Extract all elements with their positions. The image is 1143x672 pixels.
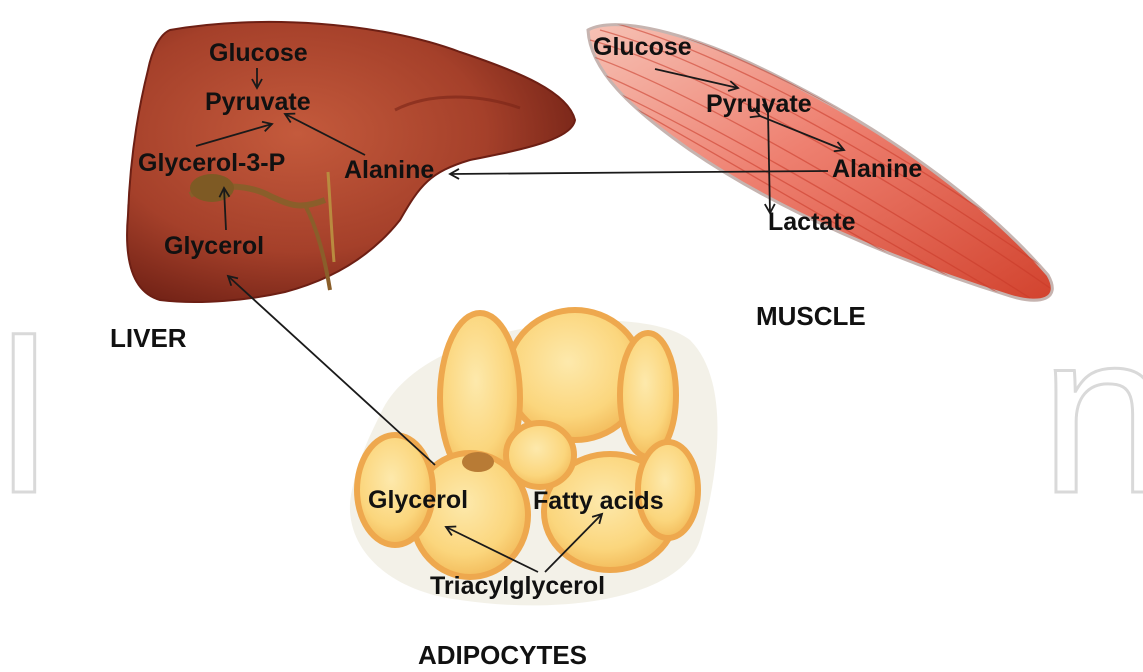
muscle-lactate-label: Lactate [768, 208, 856, 236]
watermark-text-left: I [0, 284, 64, 541]
adipocytes-organ-label: ADIPOCYTES [418, 640, 587, 670]
muscle-organ-label: MUSCLE [756, 301, 866, 331]
liver-organ-label: LIVER [110, 323, 187, 353]
muscle-alanine-label: Alanine [832, 155, 922, 183]
arrow-adipocyte-glycerol-to-liver [228, 276, 435, 465]
muscle-glucose-label: Glucose [593, 33, 692, 61]
adipocytes-illustration [350, 310, 718, 605]
liver-alanine-label: Alanine [344, 156, 434, 184]
liver-glucose-label: Glucose [209, 39, 308, 67]
liver-glycerol-3-p-label: Glycerol-3-P [138, 149, 285, 177]
liver-pyruvate-label: Pyruvate [205, 88, 311, 116]
watermark-text-right: n [1040, 284, 1143, 541]
muscle-pyruvate-label: Pyruvate [706, 90, 812, 118]
adipocyte-fatty-acids-label: Fatty acids [533, 487, 664, 515]
muscle-illustration [588, 20, 1060, 300]
adipocyte-glycerol-label: Glycerol [368, 486, 468, 514]
liver-glycerol-label: Glycerol [164, 232, 264, 260]
adipocyte-triacylglycerol-label: Triacylglycerol [430, 572, 605, 600]
